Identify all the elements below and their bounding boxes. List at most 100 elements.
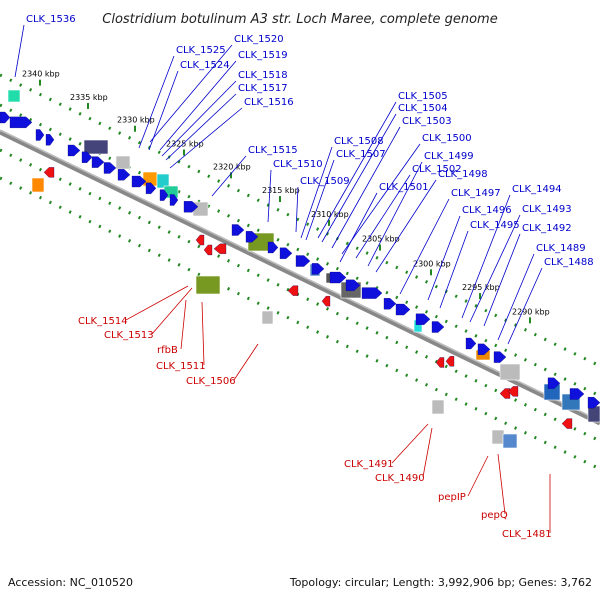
tick-label: 2325 kbp <box>166 140 204 149</box>
upper-gene-label: CLK_1516 <box>244 97 294 108</box>
forward-gene-arrow <box>587 397 600 409</box>
map-title: Clostridium botulinum A3 str. Loch Maree… <box>102 12 497 27</box>
reverse-gene-arrow <box>499 388 511 399</box>
lower-callout-line <box>125 285 189 321</box>
forward-gene-arrow <box>395 303 411 316</box>
tick-label: 2310 kbp <box>311 210 349 219</box>
upper-gene-label: CLK_1493 <box>522 204 572 215</box>
upper-callout-line <box>295 186 299 233</box>
feature-box <box>587 405 600 423</box>
upper-callout-line <box>339 192 378 263</box>
upper-callout-line <box>169 107 243 169</box>
lower-callout-line <box>422 427 433 478</box>
forward-gene-arrow <box>547 377 561 389</box>
forward-gene-arrow <box>145 182 157 194</box>
upper-gene-label: CLK_1507 <box>336 149 386 160</box>
forward-gene-arrow <box>117 169 131 181</box>
forward-gene-arrow <box>279 247 293 259</box>
forward-gene-arrow <box>383 298 397 310</box>
forward-gene-arrow <box>169 194 179 206</box>
forward-gene-arrow <box>131 175 147 188</box>
upper-callout-line <box>355 174 411 259</box>
forward-gene-arrow <box>81 151 93 163</box>
upper-callout-line <box>161 80 237 157</box>
feature-box <box>502 433 518 449</box>
upper-callout-line <box>300 146 333 239</box>
upper-callout-line <box>211 155 247 197</box>
reverse-gene-arrow <box>287 285 299 296</box>
feature-box <box>115 155 131 170</box>
accession-text: Accession: NC_010520 <box>8 576 133 589</box>
forward-gene-arrow <box>415 313 431 325</box>
upper-callout-line <box>331 126 401 249</box>
upper-callout-line <box>138 55 175 149</box>
upper-gene-label: CLK_1518 <box>238 70 288 81</box>
upper-callout-line <box>305 159 335 241</box>
ring-inner-lower <box>0 148 600 443</box>
ring-outer-lower <box>0 176 600 471</box>
forward-gene-arrow <box>477 343 491 355</box>
upper-callout-line <box>461 194 511 319</box>
lower-gene-label: rfbB <box>157 345 178 356</box>
upper-gene-label: CLK_1524 <box>180 60 230 71</box>
upper-callout-line <box>14 24 25 78</box>
upper-gene-label: CLK_1500 <box>422 133 472 144</box>
upper-callout-line <box>165 93 237 161</box>
forward-gene-arrow <box>103 162 117 174</box>
forward-gene-arrow <box>183 201 199 213</box>
upper-callout-line <box>439 230 469 309</box>
topology-text: Topology: circular; Length: 3,992,906 bp… <box>289 576 592 589</box>
forward-gene-arrow <box>311 263 325 275</box>
upper-gene-label: CLK_1519 <box>238 50 288 61</box>
lower-gene-label: CLK_1506 <box>186 376 236 387</box>
forward-gene-arrow <box>569 388 585 400</box>
upper-callout-line <box>507 267 543 345</box>
upper-gene-label: CLK_1488 <box>544 257 594 268</box>
forward-gene-arrow <box>159 189 169 201</box>
tick-label: 2315 kbp <box>262 186 300 195</box>
lower-gene-label: CLK_1481 <box>502 529 552 540</box>
upper-callout-line <box>497 253 535 341</box>
upper-gene-label: CLK_1517 <box>238 83 288 94</box>
forward-gene-arrow <box>9 116 33 128</box>
lower-gene-label: CLK_1511 <box>156 361 206 372</box>
gene-arrows <box>0 111 600 429</box>
lower-callout-line <box>151 287 193 335</box>
upper-callout-line <box>159 60 237 151</box>
upper-gene-label: CLK_1501 <box>379 182 429 193</box>
upper-gene-label: CLK_1489 <box>536 243 586 254</box>
upper-gene-label: CLK_1520 <box>234 34 284 45</box>
reverse-gene-arrow <box>507 386 519 397</box>
lower-gene-label: CLK_1490 <box>375 473 425 484</box>
forward-gene-arrow <box>231 224 245 236</box>
upper-gene-label: CLK_1499 <box>424 151 474 162</box>
lower-gene-label: CLK_1514 <box>78 316 128 327</box>
upper-gene-label: CLK_1497 <box>451 188 501 199</box>
tick-label: 2305 kbp <box>362 235 400 244</box>
lower-gene-label: CLK_1491 <box>344 459 394 470</box>
forward-gene-arrow <box>361 287 383 299</box>
upper-gene-label: CLK_1515 <box>248 145 298 156</box>
upper-callout-line <box>267 169 272 223</box>
upper-callout-line <box>375 179 437 273</box>
upper-callout-line <box>427 215 461 301</box>
tick-label: 2290 kbp <box>512 307 550 316</box>
lower-callout-line <box>233 343 259 381</box>
reverse-gene-arrow <box>321 296 331 307</box>
upper-gene-label: CLK_1508 <box>334 136 384 147</box>
tick-label: 2300 kbp <box>413 259 451 268</box>
lower-gene-label: pepQ <box>481 510 508 521</box>
tick-label: 2340 kbp <box>22 70 60 79</box>
forward-gene-arrow <box>0 111 11 124</box>
upper-gene-label: CLK_1525 <box>176 45 226 56</box>
lower-gene-label: CLK_1513 <box>104 330 154 341</box>
tick-label: 2335 kbp <box>70 93 108 102</box>
feature-box <box>431 399 445 415</box>
upper-gene-label: CLK_1495 <box>470 220 520 231</box>
forward-gene-arrow <box>329 271 347 284</box>
forward-gene-arrow <box>35 129 45 141</box>
forward-gene-arrow <box>431 321 445 333</box>
feature-box <box>7 89 21 103</box>
